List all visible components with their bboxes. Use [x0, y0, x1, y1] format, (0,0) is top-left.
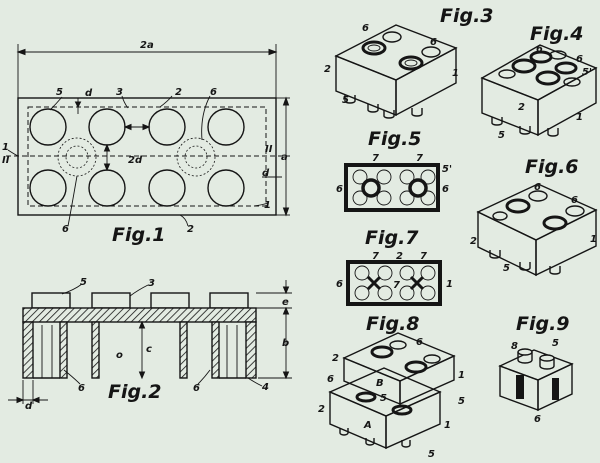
fig4-label-1: 1 — [576, 112, 583, 123]
dim-d-right: d — [262, 168, 270, 179]
fig7-label-7b: 7 — [420, 251, 427, 262]
fig8-label-5c: 5 — [428, 449, 435, 460]
fig8-label-6b: 6 — [327, 374, 334, 385]
fig6-label-5: 5 — [503, 263, 510, 274]
fig9-label-5: 5 — [552, 338, 559, 349]
fig5-label-6a: 6 — [336, 184, 343, 195]
dim-2a: 2a — [140, 40, 154, 51]
fig5-caption: Fig.5 — [368, 128, 422, 150]
fig8-label-2a: 2 — [332, 353, 339, 364]
fig4-label-5prime: 5' — [582, 67, 592, 78]
dim-a: a — [281, 152, 288, 163]
fig6-caption: Fig.6 — [525, 156, 579, 178]
fig6-label-6b: 6 — [571, 195, 578, 206]
figure-3-brick-perspective: 6 6 2 1 5 Fig.3 — [324, 5, 494, 119]
fig3-label-5: 5 — [342, 95, 349, 106]
fig7-label-2: 2 — [396, 251, 403, 262]
dim-e: e — [282, 297, 289, 308]
fig3-caption: Fig.3 — [440, 5, 494, 27]
fig7-label-7c: 7 — [393, 280, 400, 291]
fig2-label-6-right: 6 — [193, 383, 200, 394]
fig7-label-7a: 7 — [372, 251, 379, 262]
fig5-label-7b: 7 — [416, 153, 423, 164]
dim-c: c — [146, 344, 152, 355]
fig2-label-3: 3 — [148, 278, 155, 289]
section-mark-right: II — [265, 144, 273, 155]
fig8-label-2b: 2 — [318, 404, 325, 415]
fig1-label-3: 3 — [116, 87, 123, 98]
fig9-caption: Fig.9 — [516, 313, 570, 335]
fig1-label-1-left: 1 — [2, 142, 9, 153]
fig7-caption: Fig.7 — [365, 227, 419, 249]
fig8-label-1b: 1 — [444, 420, 451, 431]
fig8-label-5b: 5 — [380, 393, 387, 404]
fig1-label-6-bottom: 6 — [62, 224, 69, 235]
fig8-label-A: A — [363, 420, 372, 431]
fig2-dim-d: d — [25, 401, 33, 412]
fig3-label-1: 1 — [452, 68, 459, 79]
section-mark-left: II — [2, 155, 10, 166]
fig5-label-6b: 6 — [442, 184, 449, 195]
fig1-label-5: 5 — [56, 87, 63, 98]
fig5-label-7a: 7 — [372, 153, 379, 164]
figure-5-bottom-view: Fig.5 7 7 5' 6 6 — [336, 128, 452, 212]
fig6-label-1: 1 — [590, 234, 597, 245]
fig3-label-6b: 6 — [430, 37, 437, 48]
fig2-label-6-left: 6 — [78, 383, 85, 394]
fig3-label-2: 2 — [324, 64, 331, 75]
figure-1-plan-view: 2a 2d d d — [2, 40, 290, 246]
fig4-caption: Fig.4 — [530, 23, 584, 45]
dim-b: b — [282, 338, 289, 349]
fig8-caption: Fig.8 — [366, 313, 420, 335]
fig8-label-5a: 5 — [458, 396, 465, 407]
fig9-label-8: 8 — [511, 341, 518, 352]
figure-4-brick-perspective: 6 6 5' 2 1 5 Fig.4 — [480, 23, 598, 141]
fig6-label-6a: 6 — [534, 182, 541, 193]
fig2-label-5: 5 — [80, 277, 87, 288]
figure-8-stacked-bricks: Fig.8 B A 6 2 6 2 1 5 1 5 5 — [318, 313, 465, 460]
fig1-label-6-top: 6 — [210, 87, 217, 98]
fig7-label-1: 1 — [446, 279, 453, 290]
fig4-label-2: 2 — [518, 102, 525, 113]
fig8-label-B: B — [376, 378, 384, 389]
fig2-label-4: 4 — [261, 382, 269, 393]
fig2-caption: Fig.2 — [108, 381, 162, 403]
figure-7-bottom-view: Fig.7 7 2 7 7 6 1 — [336, 227, 453, 306]
fig1-label-1: 1 — [264, 200, 271, 211]
fig1-label-2-bottom: 2 — [187, 224, 194, 235]
fig1-caption: Fig.1 — [112, 224, 166, 246]
fig1-label-2: 2 — [175, 87, 182, 98]
dim-2d: 2d — [128, 155, 143, 166]
fig4-label-6b: 6 — [576, 54, 583, 65]
fig5-label-5prime: 5' — [442, 164, 452, 175]
fig9-label-6: 6 — [534, 414, 541, 425]
figure-2-section-view: c o e b d 5 3 6 6 4 Fig.2 — [8, 277, 292, 412]
figure-9-half-brick: Fig.9 8 5 6 — [498, 313, 574, 425]
fig6-label-2: 2 — [470, 236, 477, 247]
fig4-label-6a: 6 — [536, 44, 543, 55]
fig3-label-6a: 6 — [362, 23, 369, 34]
fig4-label-5: 5 — [498, 130, 505, 141]
fig7-label-6: 6 — [336, 279, 343, 290]
fig8-label-6a: 6 — [416, 337, 423, 348]
dim-d-top: d — [85, 88, 93, 99]
figure-6-brick-perspective: Fig.6 6 6 2 1 5 — [470, 156, 598, 277]
fig2-mark-o: o — [116, 350, 123, 361]
fig8-label-1a: 1 — [458, 370, 465, 381]
